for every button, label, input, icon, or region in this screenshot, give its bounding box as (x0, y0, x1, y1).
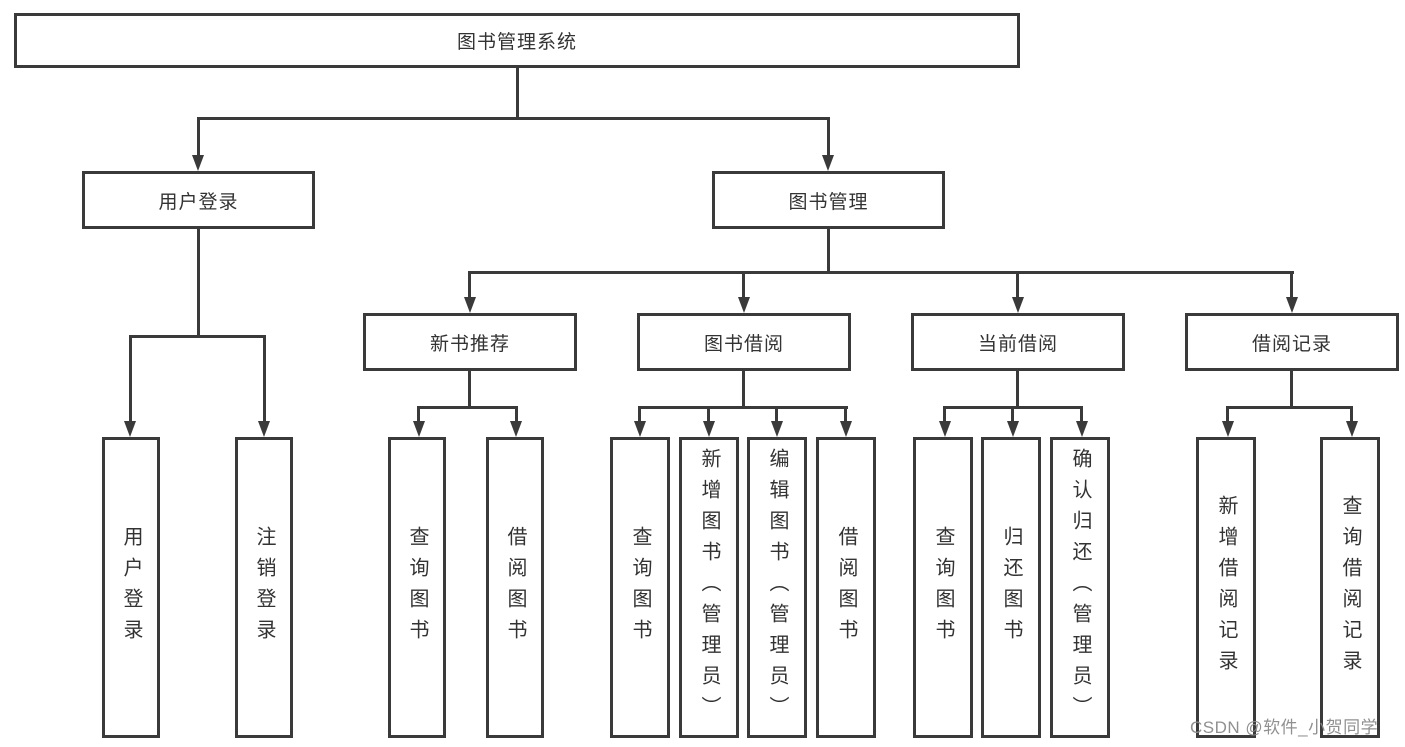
connector-line (943, 406, 946, 421)
leaf-query-books-borrow: 查询图书 (610, 437, 670, 738)
arrow-down-icon (192, 155, 204, 171)
leaf-query-books-current: 查询图书 (913, 437, 973, 738)
node-book-management: 图书管理 (712, 171, 945, 229)
connector-line (468, 271, 1294, 274)
connector-line (516, 67, 519, 118)
leaf-borrow-books: 借阅图书 (816, 437, 876, 738)
connector-line (515, 406, 518, 421)
connector-line (468, 371, 471, 407)
node-user-login: 用户登录 (82, 171, 315, 229)
arrow-down-icon (840, 421, 852, 437)
connector-line (417, 406, 420, 421)
arrow-down-icon (1222, 421, 1234, 437)
leaf-return-book: 归还图书 (981, 437, 1041, 738)
connector-line (417, 406, 518, 409)
connector-line (707, 406, 710, 421)
leaf-edit-book-admin: 编辑图书（管理员） (747, 437, 807, 738)
leaf-add-book-admin: 新增图书（管理员） (679, 437, 739, 738)
node-book-borrow: 图书借阅 (637, 313, 851, 371)
leaf-confirm-return-admin: 确认归还（管理员） (1050, 437, 1110, 738)
connector-line (1226, 406, 1353, 409)
connector-line (1290, 271, 1293, 299)
connector-line (263, 335, 266, 421)
arrow-down-icon (464, 297, 476, 313)
connector-line (742, 371, 745, 407)
leaf-add-borrow-record: 新增借阅记录 (1196, 437, 1256, 738)
watermark-text: CSDN @软件_小贺同学 (1190, 718, 1379, 737)
arrow-down-icon (703, 421, 715, 437)
arrow-down-icon (1286, 297, 1298, 313)
connector-line (638, 406, 848, 409)
connector-line (775, 406, 778, 421)
arrow-down-icon (1076, 421, 1088, 437)
connector-line (1016, 271, 1019, 299)
connector-line (827, 117, 830, 157)
arrow-down-icon (258, 421, 270, 437)
connector-line (827, 229, 830, 272)
connector-line (197, 117, 830, 120)
node-library-system: 图书管理系统 (14, 13, 1020, 68)
connector-line (1011, 406, 1014, 421)
leaf-borrow-books-recommend: 借阅图书 (486, 437, 544, 738)
leaf-logout: 注销登录 (235, 437, 293, 738)
leaf-query-borrow-record: 查询借阅记录 (1320, 437, 1380, 738)
arrow-down-icon (738, 297, 750, 313)
node-current-borrow: 当前借阅 (911, 313, 1125, 371)
connector-line (129, 335, 266, 338)
connector-line (1226, 406, 1229, 421)
arrow-down-icon (510, 421, 522, 437)
leaf-user-login: 用户登录 (102, 437, 160, 738)
connector-line (1350, 406, 1353, 421)
connector-line (844, 406, 847, 421)
connector-line (1290, 371, 1293, 407)
node-new-book-recommend: 新书推荐 (363, 313, 577, 371)
connector-line (1080, 406, 1083, 421)
connector-line (468, 271, 471, 299)
arrow-down-icon (634, 421, 646, 437)
connector-line (742, 271, 745, 299)
arrow-down-icon (771, 421, 783, 437)
arrow-down-icon (1012, 297, 1024, 313)
arrow-down-icon (124, 421, 136, 437)
connector-line (197, 229, 200, 336)
connector-line (197, 117, 200, 157)
arrow-down-icon (939, 421, 951, 437)
connector-line (638, 406, 641, 421)
arrow-down-icon (1346, 421, 1358, 437)
connector-line (129, 335, 132, 421)
node-borrow-records: 借阅记录 (1185, 313, 1399, 371)
arrow-down-icon (822, 155, 834, 171)
leaf-query-books-recommend: 查询图书 (388, 437, 446, 738)
arrow-down-icon (1007, 421, 1019, 437)
arrow-down-icon (413, 421, 425, 437)
connector-line (1016, 371, 1019, 407)
